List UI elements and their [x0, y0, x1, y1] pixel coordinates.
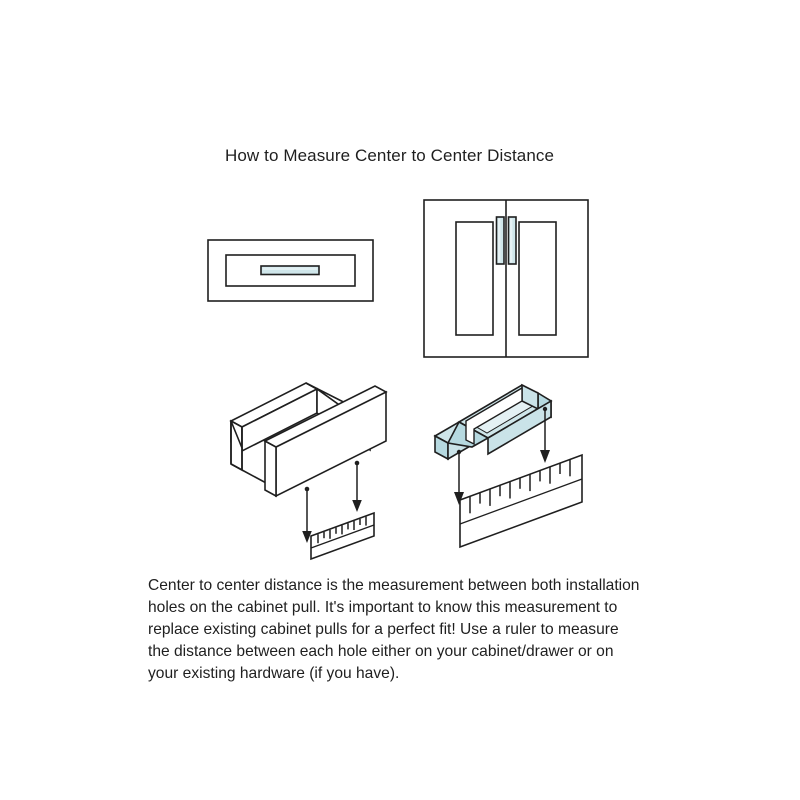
drawer-box-hole-right — [354, 460, 360, 466]
body-paragraph: Center to center distance is the measure… — [148, 577, 640, 682]
drawer-box-front-top-edge — [263, 385, 388, 448]
cabinet-pull-right-icon — [507, 216, 517, 265]
cabinet-door-panel-right — [518, 221, 557, 336]
illustration-drawer-front — [207, 239, 374, 302]
body-line-4: your existing hardware (if you have). — [148, 665, 399, 682]
pull-measure-arrow-left — [454, 453, 464, 505]
pull-ruler — [459, 453, 583, 549]
drawer-front-bar-pull-icon — [260, 265, 320, 276]
illustration-cabinet-doors — [423, 199, 589, 358]
cabinet-pull-3d-icon — [433, 383, 553, 461]
pull-front-rail-lower — [487, 399, 552, 456]
illustration-pull-with-ruler — [433, 383, 583, 549]
body-line-1: holes on the cabinet pull. It's importan… — [148, 599, 618, 616]
drawer-box-front-thickness — [264, 439, 277, 498]
pull-ruler-edge-line — [459, 478, 583, 525]
body-line-0: Center to center distance is the measure… — [148, 577, 640, 594]
pull-inner-cutout — [465, 386, 523, 446]
pull-measure-arrow-right — [540, 410, 550, 463]
pull-hole-right — [542, 406, 548, 412]
page-title: How to Measure Center to Center Distance — [225, 146, 554, 165]
drawer-box-measure-arrow-left — [302, 490, 312, 543]
drawer-front-outer-frame — [207, 239, 374, 302]
body-line-2: replace existing cabinet pulls for a per… — [148, 621, 619, 638]
pull-hole-left — [456, 449, 462, 455]
illustration-drawer-box — [229, 382, 388, 561]
drawer-front-inner-panel — [225, 254, 356, 287]
drawer-box-ruler — [310, 511, 375, 561]
drawer-box-left-bottom-edge — [230, 463, 243, 471]
drawer-box-measure-arrow-right — [352, 464, 362, 512]
cabinet-door-panel-left — [455, 221, 494, 336]
drawer-box-hole-left — [304, 486, 310, 492]
cabinet-pull-left-icon — [495, 216, 505, 265]
body-line-3: the distance between each hole either on… — [148, 643, 614, 660]
